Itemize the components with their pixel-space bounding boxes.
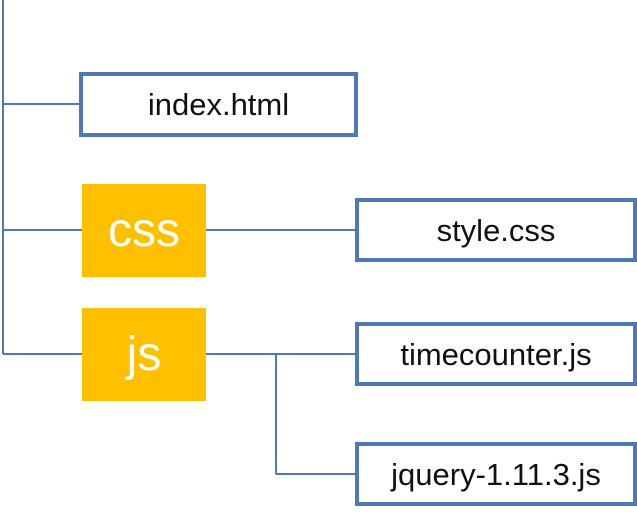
timecounter-js-file-label: timecounter.js [400,336,592,372]
jquery-js-file: jquery-1.11.3.js [355,442,637,506]
jquery-js-file-label: jquery-1.11.3.js [391,456,601,492]
index-html-file: index.html [79,72,358,137]
style-css-file-label: style.css [436,212,556,248]
style-css-file: style.css [355,198,637,262]
timecounter-js-file: timecounter.js [355,322,637,386]
js-folder-label: js [126,327,162,381]
index-html-file-label: index.html [147,87,290,122]
css-folder-label: css [108,203,180,257]
css-folder: css [82,184,206,277]
js-folder: js [82,308,206,401]
